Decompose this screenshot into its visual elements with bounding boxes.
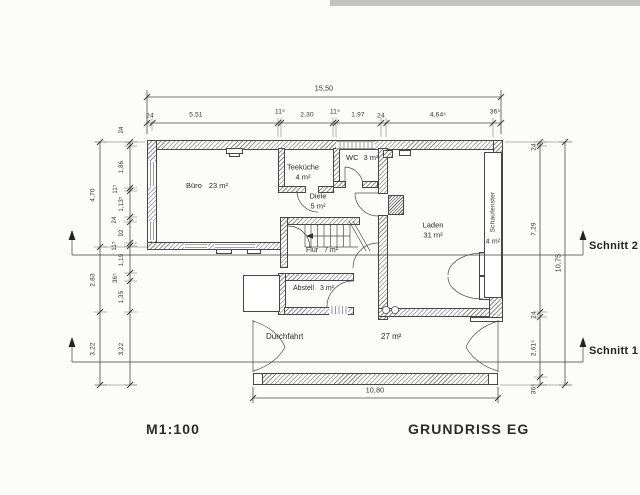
wall-teekueche-bottom-a xyxy=(278,186,306,193)
room-label-abstell: Abstell 3 m² xyxy=(293,285,334,292)
room-name: Teeküche xyxy=(286,162,320,172)
room-label-buero: Büro 23 m² xyxy=(186,181,228,190)
strip-end-right xyxy=(488,373,498,385)
wall-central-upper xyxy=(378,148,388,194)
page-title: GRUNDRISS EG xyxy=(408,421,530,437)
room-area: 4 m² xyxy=(295,172,311,181)
dim-total-height: 10,75 xyxy=(555,253,563,273)
window-buero-bottom-1 xyxy=(184,243,208,249)
room-label-laden: Laden 31 m² xyxy=(423,221,444,240)
dim-left-inner-7: 1,19 xyxy=(119,253,125,267)
dim-left-inner-8: 36⁵ xyxy=(113,273,119,283)
room-name: Flur xyxy=(306,247,319,254)
dim-top-1: 5,51 xyxy=(189,111,203,119)
room-area: 3 m² xyxy=(363,153,379,162)
dim-top-6: 24 xyxy=(377,112,385,120)
room-label-diele: Diele 5 m² xyxy=(309,192,326,211)
dim-top-5: 1,97 xyxy=(351,111,365,119)
window-wc-top xyxy=(336,141,375,149)
window-abstell-bottom xyxy=(329,305,348,315)
dim-top-0: 24 xyxy=(146,112,154,120)
dim-left-inner-4: 24 xyxy=(112,216,118,224)
room-label-durchfahrt: Durchfahrt xyxy=(266,332,304,341)
room-name: Abstell xyxy=(293,285,315,292)
dim-right-inner-1: 7,29 xyxy=(530,222,538,236)
window-left-2 xyxy=(148,221,156,241)
schaufenster-box xyxy=(484,152,502,298)
dim-left-inner-2: 11⁵ xyxy=(113,184,119,194)
window-buero-top-sill xyxy=(229,153,240,157)
dim-left-inner-9: 1,35 xyxy=(119,290,125,304)
room-label-wc: WC 3 m² xyxy=(346,153,379,162)
dim-right-inner-0: 24 xyxy=(530,143,538,151)
door-opening-central xyxy=(379,194,387,215)
dim-top-4: 11⁵ xyxy=(329,108,341,116)
wall-central-lower xyxy=(378,215,388,320)
dim-top-3: 2,30 xyxy=(300,111,314,119)
room-name: Laden xyxy=(422,220,444,230)
window-buero-bottom-2 xyxy=(214,243,256,249)
room-label-schaufenster: Schaufenster xyxy=(489,191,497,233)
dim-left-outer-2: 3,22 xyxy=(89,342,97,356)
dim-left-inner-0: 24 xyxy=(119,126,125,134)
dim-left-inner-10: 3,22 xyxy=(119,342,125,356)
room-area-durchfahrt: 27 m² xyxy=(381,332,402,341)
room-label-teekueche: Teeküche 4 m² xyxy=(287,163,319,182)
scan-artifact xyxy=(330,0,640,6)
section-label-schnitt2: Schnitt 2 xyxy=(589,240,639,252)
dim-total-width: 15,50 xyxy=(314,85,334,93)
wall-flur-left xyxy=(280,217,288,268)
dim-right-inner-4: 36⁵ xyxy=(530,383,538,395)
dim-right-inner-3: 2,61⁵ xyxy=(530,339,538,357)
room-name: Büro xyxy=(186,181,202,190)
dim-left-inner-1: 1,86 xyxy=(119,160,125,174)
dim-right-inner-2: 24 xyxy=(530,311,538,319)
window-laden-top-sill xyxy=(399,150,411,156)
dim-left-outer-0: 4,70 xyxy=(89,188,97,202)
section-label-schnitt1: Schnitt 1 xyxy=(589,345,639,357)
sill-buero-1 xyxy=(216,249,232,254)
room-area: 3 m² xyxy=(320,285,335,292)
dim-bottom-width: 10,80 xyxy=(365,387,385,395)
room-area: 5 m² xyxy=(310,201,326,210)
wall-abstell-bottom xyxy=(284,307,354,315)
dim-top-2: 11⁵ xyxy=(274,108,286,116)
room-area: 31 m² xyxy=(423,230,443,239)
room-name: Diele xyxy=(309,191,327,201)
annex-outline xyxy=(243,275,280,312)
shaft-block xyxy=(388,195,404,215)
dim-top-8: 36⁵ xyxy=(489,108,501,116)
room-name: WC xyxy=(346,153,359,162)
strip-end-left xyxy=(253,373,263,385)
dim-left-inner-3: 1,13⁵ xyxy=(119,196,125,212)
dim-left-inner-5: 92 xyxy=(119,229,125,237)
window-left-1 xyxy=(148,161,156,187)
room-area: 23 m² xyxy=(208,181,229,190)
dim-top-7: 4,64⁵ xyxy=(429,111,447,119)
wall-notch xyxy=(383,150,393,158)
scale-label: M1:100 xyxy=(146,421,201,437)
room-area: 7 m² xyxy=(324,247,339,254)
dim-left-inner-6: 11⁵ xyxy=(112,241,118,251)
room-label-flur: Flur 7 m² xyxy=(306,247,338,254)
room-area-schaufenster: 4 m² xyxy=(485,238,501,246)
wall-teekueche-bottom-b xyxy=(318,186,334,193)
dim-left-outer-1: 2,83 xyxy=(89,273,97,287)
sill-buero-2 xyxy=(247,249,261,254)
